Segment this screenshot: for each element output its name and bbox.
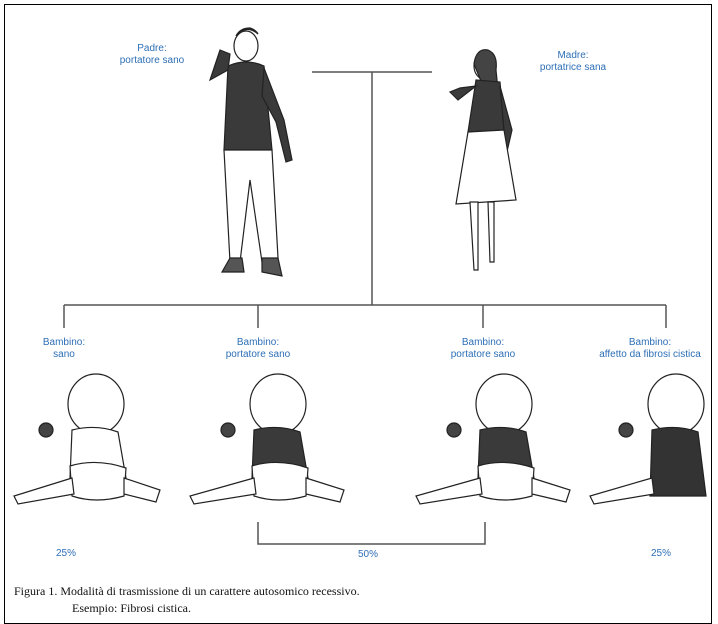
mother-figure (450, 50, 516, 270)
child-1-label: Bambino: sano (22, 337, 106, 361)
father-label-line1: Padre: (100, 43, 204, 55)
father-label-line2: portatore sano (100, 55, 204, 67)
figure-caption-line1: Figura 1. Modalità di trasmissione di un… (14, 584, 360, 599)
baby-healthy-figure (14, 374, 160, 504)
father-label: Padre: portatore sano (100, 43, 204, 67)
mother-label: Madre: portatrice sana (518, 50, 628, 74)
carriers-percent: 50% (358, 549, 378, 560)
figure-caption-line2: Esempio: Fibrosi cistica. (72, 601, 191, 616)
affected-percent: 25% (651, 548, 671, 559)
child-4-label: Bambino: affetto da fibrosi cistica (590, 337, 710, 361)
mother-label-line2: portatrice sana (518, 62, 628, 74)
baby-affected-figure (590, 374, 706, 504)
child-1-label-line2: sano (22, 349, 106, 361)
healthy-percent: 25% (56, 548, 76, 559)
child-1-label-line1: Bambino: (22, 337, 106, 349)
child-3-label-line2: portatore sano (427, 349, 539, 361)
father-figure (210, 28, 292, 276)
child-3-label: Bambino: portatore sano (427, 337, 539, 361)
child-4-label-line1: Bambino: (590, 337, 710, 349)
child-3-label-line1: Bambino: (427, 337, 539, 349)
mother-label-line1: Madre: (518, 50, 628, 62)
child-2-label-line2: portatore sano (202, 349, 314, 361)
baby-carrier-2-figure (416, 374, 570, 504)
carriers-bracket (258, 522, 485, 544)
child-2-label: Bambino: portatore sano (202, 337, 314, 361)
child-4-label-line2: affetto da fibrosi cistica (590, 349, 710, 361)
baby-carrier-1-figure (190, 374, 344, 504)
child-2-label-line1: Bambino: (202, 337, 314, 349)
